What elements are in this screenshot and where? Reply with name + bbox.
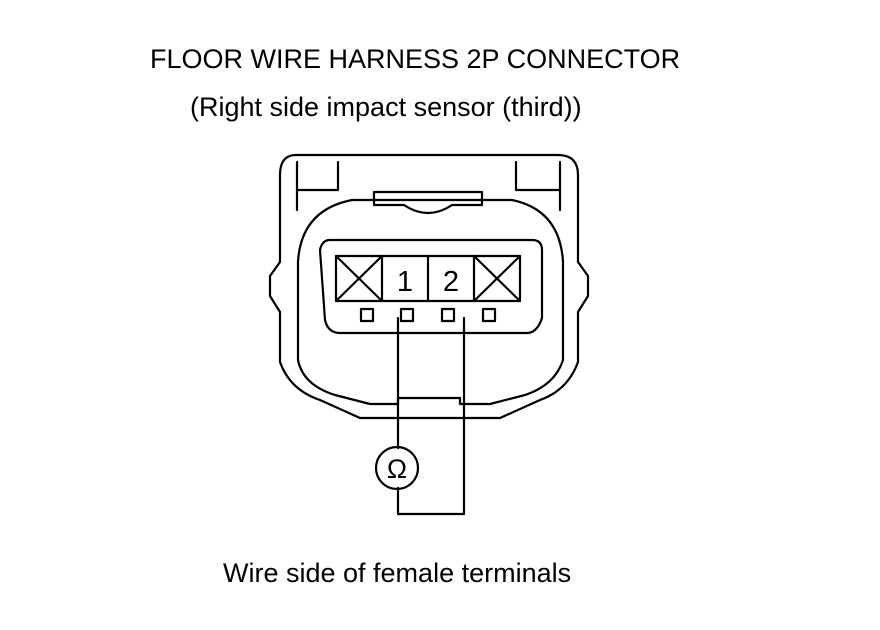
terminal-blank-left: [334, 254, 384, 303]
center-key: [372, 190, 484, 215]
probe-lead-1-return: [396, 316, 466, 516]
lock-square: [481, 307, 497, 323]
connector-outer-housing: [268, 153, 590, 420]
ohmmeter-icon: [374, 445, 420, 491]
terminal-label-2: 2: [443, 266, 459, 298]
diagram-title: FLOOR WIRE HARNESS 2P CONNECTOR: [150, 44, 681, 74]
ohm-symbol: Ω: [387, 454, 407, 484]
right-latch: [514, 160, 562, 212]
terminal-blank-right: [472, 254, 522, 303]
lock-square: [399, 307, 415, 323]
lock-square: [440, 307, 456, 323]
diagram-caption: Wire side of female terminals: [223, 558, 572, 588]
left-latch: [295, 160, 340, 212]
diagram-subtitle: (Right side impact sensor (third)): [190, 92, 582, 122]
lock-square: [359, 307, 375, 323]
terminal-cavity: [318, 238, 544, 335]
connector-inner-housing: [296, 198, 565, 406]
terminal-label-1: 1: [397, 266, 413, 298]
